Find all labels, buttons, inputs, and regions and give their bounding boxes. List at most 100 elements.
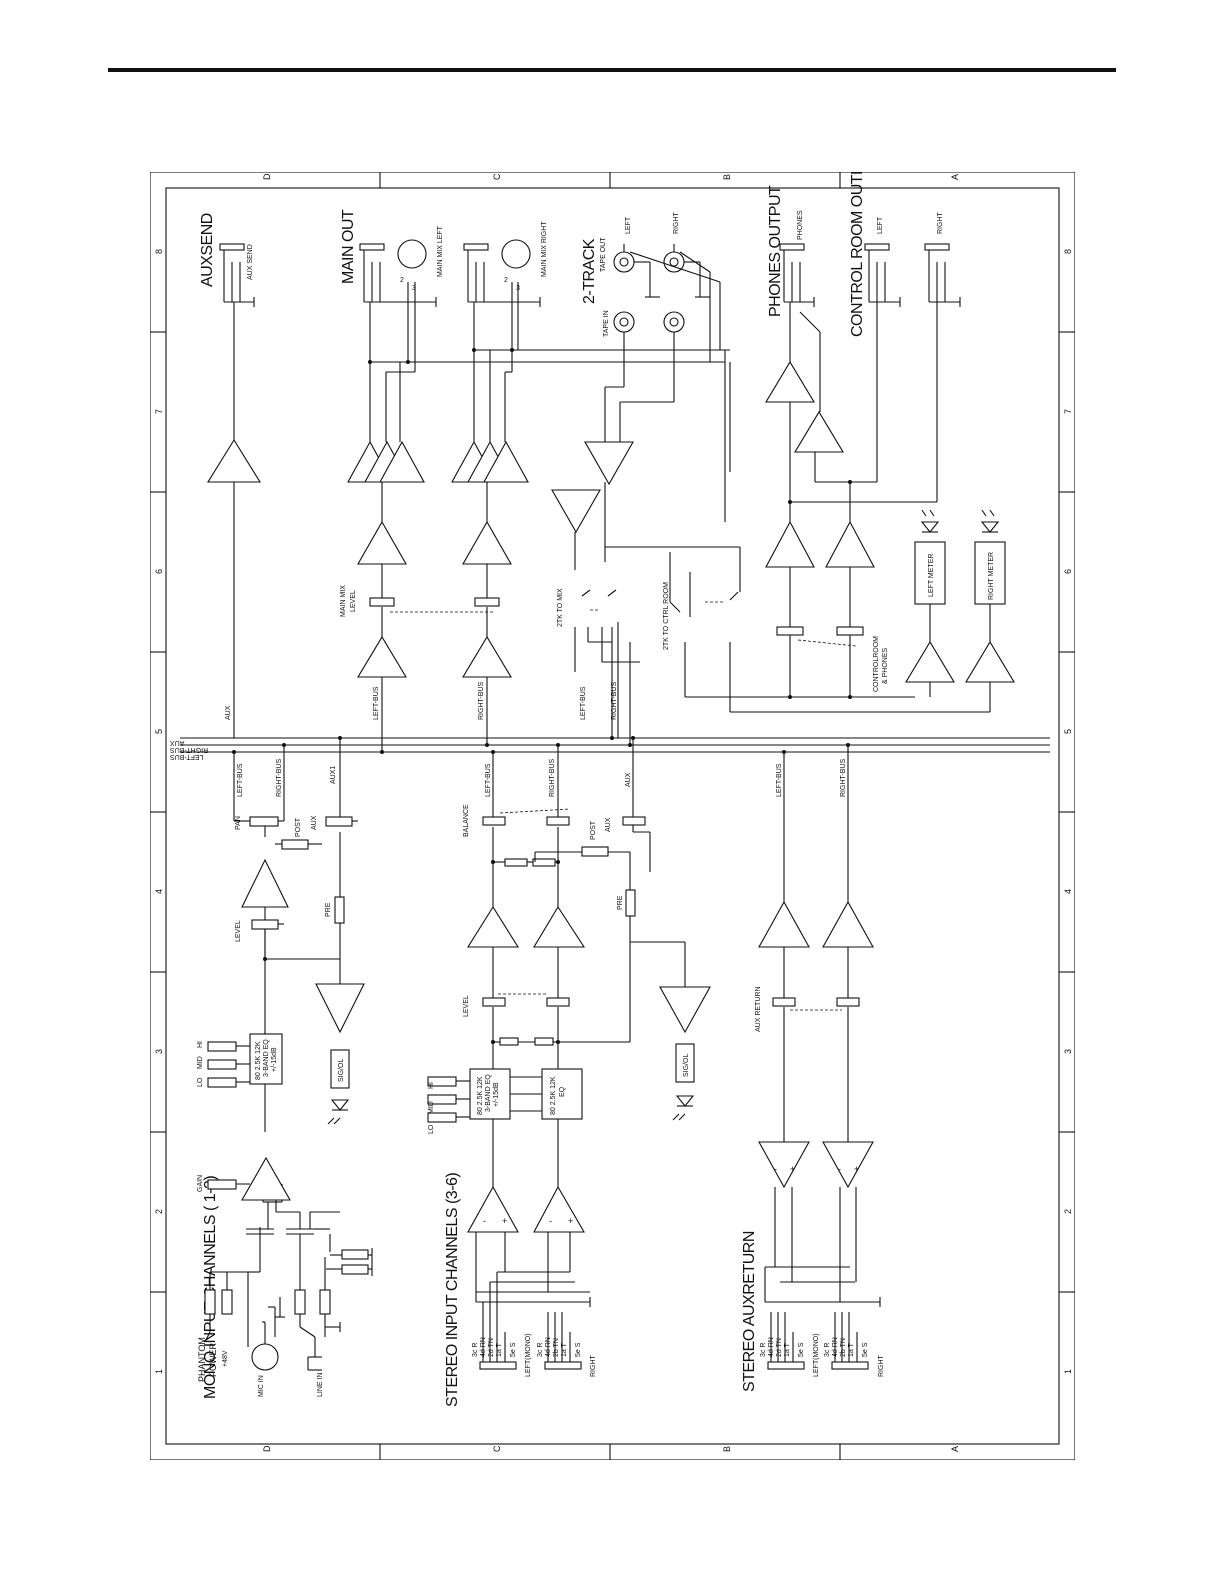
frame-number-right-1: 1	[1063, 1369, 1073, 1374]
aux-send-bus-label: AUX	[225, 705, 232, 720]
stereo-pin-2d: 2d TN	[488, 1338, 495, 1357]
stereo-r-pin-1a: 1a T	[561, 1342, 568, 1357]
and-phones-label: & PHONES	[882, 647, 889, 684]
aux-return-left-bus-label: LEFT-BUS	[776, 763, 783, 797]
aux-return-left-jack-label: LEFT(MONO)	[813, 1333, 820, 1377]
aux-return-amp2-minus: -	[838, 1164, 841, 1174]
stereo-sig-ol-box	[675, 1043, 695, 1083]
mixer-block-diagram: D C B A D C B A 8 7 6 5 4 3 2 1 8 7 6 5 …	[150, 172, 1075, 1460]
main-left-bus-amp	[357, 635, 407, 678]
tape-in-label: TAPE IN	[603, 310, 610, 337]
aux-return-pin-1a: 1a T	[784, 1342, 791, 1357]
phones-jack-label: PHONES	[797, 210, 804, 240]
mono-right-bus-label: RIGHT-BUS	[276, 759, 283, 797]
aux-return-amp-minus: -	[774, 1164, 777, 1174]
frame-letter-bottom-a: A	[950, 1446, 960, 1452]
frame-letter-top-a: A	[950, 174, 960, 180]
heading-phones-output: PHONES OUTPUT	[767, 185, 784, 317]
stereo-level-label: LEVEL	[463, 995, 470, 1017]
right-meter-box	[974, 541, 1006, 605]
two-track-left-label: LEFT	[625, 216, 632, 234]
main-left-bus-label: LEFT-BUS	[373, 686, 380, 720]
mono-channel-wiring	[204, 736, 373, 1371]
tk-to-ctrl-label: 2TK TO CTRL ROOM	[663, 582, 670, 650]
aux-return-right-amp	[822, 900, 874, 948]
stereo-post-label: POST	[590, 820, 597, 840]
two-track-right-amp	[584, 441, 634, 486]
stereo-pin-4d: 4d RN	[480, 1337, 487, 1357]
mono-phantom-label: PHANTOM	[197, 1337, 207, 1382]
mono-aux1-label: AUX1	[330, 766, 337, 784]
main-left-pin-2: 2	[400, 277, 404, 284]
frame-number-right-7: 7	[1063, 409, 1073, 414]
mono-mic-in-label: MIC IN	[258, 1375, 265, 1397]
two-track-left-amp	[551, 489, 601, 534]
mono-eq-type-label: 3-BAND EQ	[263, 1039, 270, 1077]
aux-return-pin-3c: 3c R	[760, 1343, 767, 1357]
stereo-aux-label: AUX	[605, 817, 612, 832]
mono-hi-label: HI	[197, 1041, 204, 1048]
aux-return-pin-5e: 5e S	[798, 1342, 805, 1357]
mono-power-label: POWER	[208, 1342, 218, 1377]
frame-number-left-5: 5	[154, 729, 164, 734]
control-room-left-label: LEFT	[877, 216, 884, 234]
frame-number-right-8: 8	[1063, 249, 1073, 254]
mono-mid-label: MID	[197, 1056, 204, 1069]
frame-number-right-6: 6	[1063, 569, 1073, 574]
heading-aux-send: AUXSEND	[199, 213, 216, 287]
main-mix-level-label: LEVEL	[350, 590, 357, 612]
aux-return-pin-2d: 2d TN	[776, 1338, 783, 1357]
main-left-level-amp	[357, 520, 407, 565]
stereo-channel-wiring	[427, 736, 686, 1370]
header-rule	[108, 68, 1116, 72]
aux-return-left-amp	[758, 900, 810, 948]
aux-return-r-pin-3c: 3c R	[824, 1343, 831, 1357]
heading-stereo-input: STEREO INPUT CHANNELS (3-6)	[444, 1173, 461, 1407]
bus-label-right: RIGHT-BUS	[170, 746, 208, 753]
frame-letter-bottom-b: B	[722, 1446, 732, 1452]
right-meter-label: RIGHT METER	[988, 552, 995, 600]
aux-return-r-pin-4d: 4d RN	[832, 1337, 839, 1357]
mono-sig-amp	[315, 983, 365, 1034]
frame-number-left-2: 2	[154, 1209, 164, 1214]
frame-number-right-2: 2	[1063, 1209, 1073, 1214]
frame-number-right-3: 3	[1063, 1049, 1073, 1054]
stereo-r-pin-3c: 3c R	[537, 1343, 544, 1357]
mono-48v-label: +48V	[222, 1350, 229, 1367]
frame-number-left-1: 1	[154, 1369, 164, 1374]
main-right-bus-amp	[462, 635, 512, 678]
frame-number-left-6: 6	[154, 569, 164, 574]
left-meter-label: LEFT METER	[928, 554, 935, 597]
mono-eq-range-label: +/-15dB	[271, 1047, 278, 1072]
main-left-pin-3: 3	[412, 285, 416, 292]
stereo-pin-1a: 1a T	[496, 1342, 503, 1357]
frame-letter-bottom-d: D	[262, 1445, 272, 1452]
aux-return-right-bus-label: RIGHT-BUS	[840, 759, 847, 797]
mono-post-label: POST	[295, 817, 302, 837]
frame-letter-top-c: C	[492, 173, 502, 180]
mono-aux-label: AUX	[311, 815, 318, 830]
stereo-balance-label: BALANCE	[463, 804, 470, 837]
heading-stereo-aux-return: STEREO AUXRETURN	[741, 1231, 758, 1392]
aux-return-right-input-amp	[822, 1141, 874, 1189]
heading-2-track: 2-TRACK	[581, 238, 598, 304]
frame-number-left-3: 3	[154, 1049, 164, 1054]
stereo-amp-minus: -	[483, 1216, 486, 1226]
stereo-right-post-amp	[533, 905, 586, 948]
phones-control-room-wiring	[776, 243, 991, 712]
mono-pan-label: PAN	[235, 816, 242, 830]
aux-return-amp2-plus: +	[854, 1164, 859, 1174]
bus-label-aux: AUX	[170, 739, 185, 746]
stereo-pin-3c: 3c R	[472, 1343, 479, 1357]
mono-gain-label: GAIN	[197, 1175, 204, 1192]
aux-return-r-pin-5e: 5e S	[862, 1342, 869, 1357]
control-room-output-amp	[794, 410, 844, 453]
stereo-left-jack-label: LEFT(MONO)	[525, 1333, 532, 1377]
stereo-eq2-label: EQ	[559, 1086, 566, 1097]
stereo-r-pin-2b: 2b TN	[553, 1338, 560, 1357]
mono-lo-label: LO	[197, 1077, 204, 1087]
left-meter-box	[914, 541, 946, 605]
bus-label-left: LEFT-BUS	[170, 753, 204, 760]
stereo-sig-ol-label: SIG/OL	[683, 1054, 690, 1077]
heading-main-out: MAIN OUT	[340, 209, 357, 284]
